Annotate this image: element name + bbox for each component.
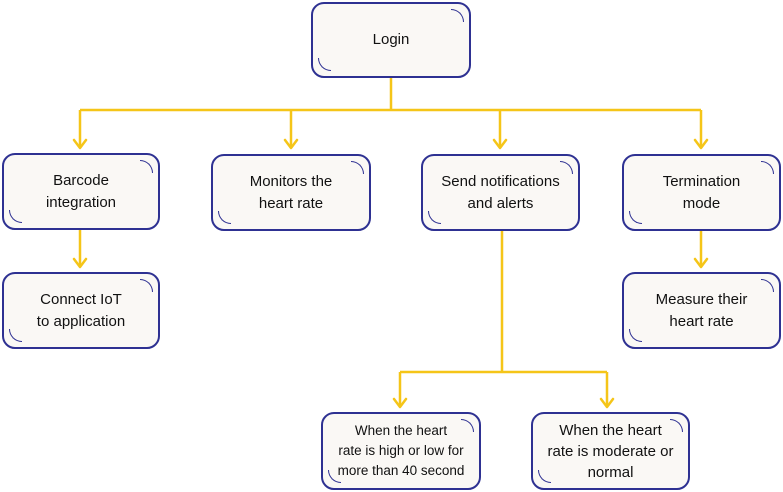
node-monitors-heart-rate: Monitors the heart rate — [211, 154, 371, 231]
node-monitors-label: Monitors the heart rate — [249, 172, 333, 212]
corner-accent — [560, 161, 573, 174]
corner-accent — [629, 329, 642, 342]
corner-accent — [9, 329, 22, 342]
node-login-label: Login — [372, 31, 410, 48]
arrowhead-measure — [693, 257, 709, 269]
node-high-low-label: When the heart rate is high or low for m… — [337, 423, 465, 478]
arrowhead-high-low — [392, 397, 408, 409]
arrowhead-barcode — [72, 138, 88, 150]
node-barcode-integration: Barcode integration — [2, 153, 160, 230]
corner-accent — [351, 161, 364, 174]
node-termination-label: Termination mode — [662, 172, 741, 212]
arrowhead-notifications — [492, 138, 508, 150]
node-heart-rate-moderate: When the heart rate is moderate or norma… — [531, 412, 690, 490]
corner-accent — [318, 58, 331, 71]
corner-accent — [9, 210, 22, 223]
node-measure-label: Measure their heart rate — [655, 290, 748, 330]
node-connect-iot: Connect IoT to application — [2, 272, 160, 349]
arrowhead-monitors — [283, 138, 299, 150]
corner-accent — [761, 279, 774, 292]
corner-accent — [140, 160, 153, 173]
node-login: Login — [311, 2, 471, 78]
node-measure-heart-rate: Measure their heart rate — [622, 272, 781, 349]
corner-accent — [428, 211, 441, 224]
node-termination-mode: Termination mode — [622, 154, 781, 231]
arrowhead-connect-iot — [72, 257, 88, 269]
corner-accent — [761, 161, 774, 174]
corner-accent — [451, 9, 464, 22]
node-barcode-label: Barcode integration — [45, 171, 117, 211]
node-heart-rate-high-low: When the heart rate is high or low for m… — [321, 412, 481, 490]
node-moderate-label: When the heart rate is moderate or norma… — [547, 421, 674, 481]
arrowhead-termination — [693, 138, 709, 150]
node-connect-iot-label: Connect IoT to application — [36, 290, 126, 330]
corner-accent — [629, 211, 642, 224]
corner-accent — [218, 211, 231, 224]
arrowhead-moderate — [599, 397, 615, 409]
node-notifications-label: Send notifications and alerts — [441, 172, 560, 212]
corner-accent — [140, 279, 153, 292]
node-send-notifications: Send notifications and alerts — [421, 154, 580, 231]
